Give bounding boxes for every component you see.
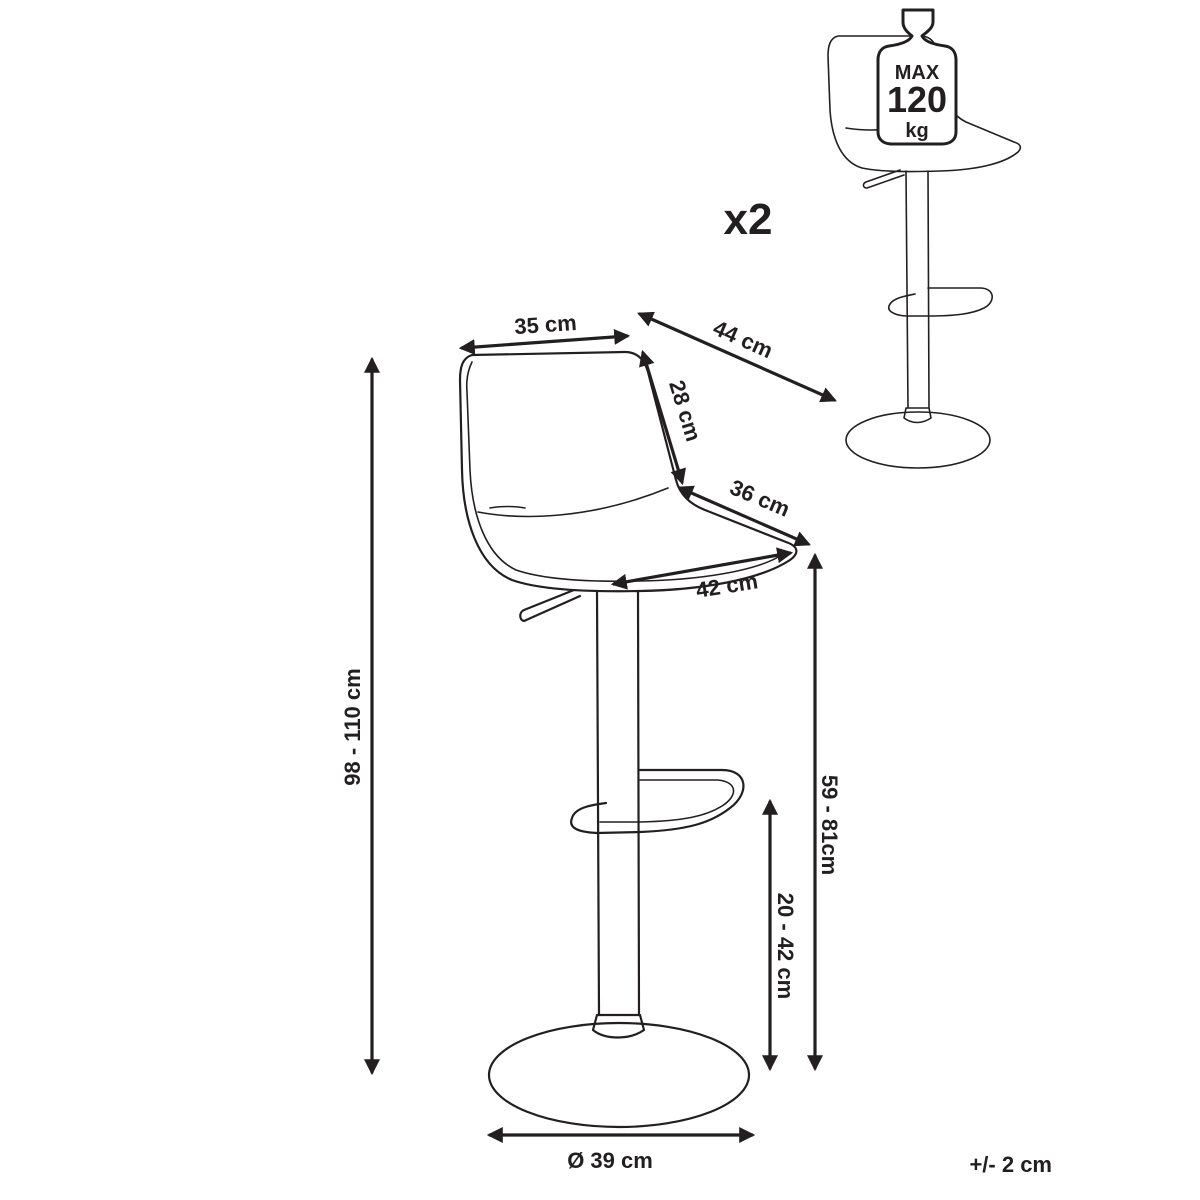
thumb-column-left <box>905 170 909 409</box>
main-gas-lever <box>519 588 582 623</box>
weight-badge-value: 120 <box>887 79 947 120</box>
thumbnail-stool-drawing <box>827 35 1022 469</box>
label-overall-height: 98 - 110 cm <box>340 668 365 785</box>
label-backrest-height: 28 cm <box>664 377 706 444</box>
weight-badge-unit: kg <box>905 120 928 142</box>
main-column-right <box>636 589 641 1017</box>
label-seat-height: 59 - 81cm <box>817 775 842 875</box>
label-base-diameter: Ø 39 cm <box>567 1148 653 1173</box>
label-overall-depth: 44 cm <box>709 315 776 363</box>
arrow-overall-depth <box>637 311 837 403</box>
weight-badge: MAX 120 kg <box>876 8 958 146</box>
label-seat-width: 42 cm <box>694 568 760 602</box>
main-footrest-inner <box>599 779 735 823</box>
main-base-collar <box>591 1013 646 1039</box>
main-seat-inner <box>465 361 781 583</box>
thumb-base-collar <box>903 407 932 424</box>
main-seat-crease-2 <box>489 505 526 509</box>
thumb-column-right <box>927 170 930 409</box>
main-seat-crease <box>477 487 669 518</box>
thumb-base-disc <box>845 411 991 469</box>
label-seat-depth: 36 cm <box>726 474 793 521</box>
tolerance-note: +/- 2 cm <box>969 1152 1052 1177</box>
main-column-left <box>595 589 601 1017</box>
thumb-gas-lever <box>862 169 905 189</box>
dimension-arrows <box>364 311 837 1143</box>
weight-badge-max: MAX <box>895 62 940 84</box>
arrow-seat-width <box>610 547 794 590</box>
main-stool-drawing <box>458 350 798 1129</box>
main-seat-shell <box>458 350 798 593</box>
main-base-disc <box>487 1021 751 1129</box>
quantity-label: x2 <box>724 195 773 244</box>
arrow-seat-depth <box>677 485 811 547</box>
arrow-backrest-height <box>639 349 686 486</box>
dimension-labels: 35 cm 44 cm 28 cm 36 cm 42 cm 98 - 110 c… <box>340 310 842 1173</box>
weight-icon <box>876 8 958 146</box>
arrow-seat-top-width <box>458 328 631 356</box>
label-seat-top-width: 35 cm <box>513 310 577 339</box>
thumb-footrest-ring <box>888 287 993 317</box>
label-footrest-height: 20 - 42 cm <box>773 893 798 999</box>
main-footrest-ring <box>570 768 745 835</box>
